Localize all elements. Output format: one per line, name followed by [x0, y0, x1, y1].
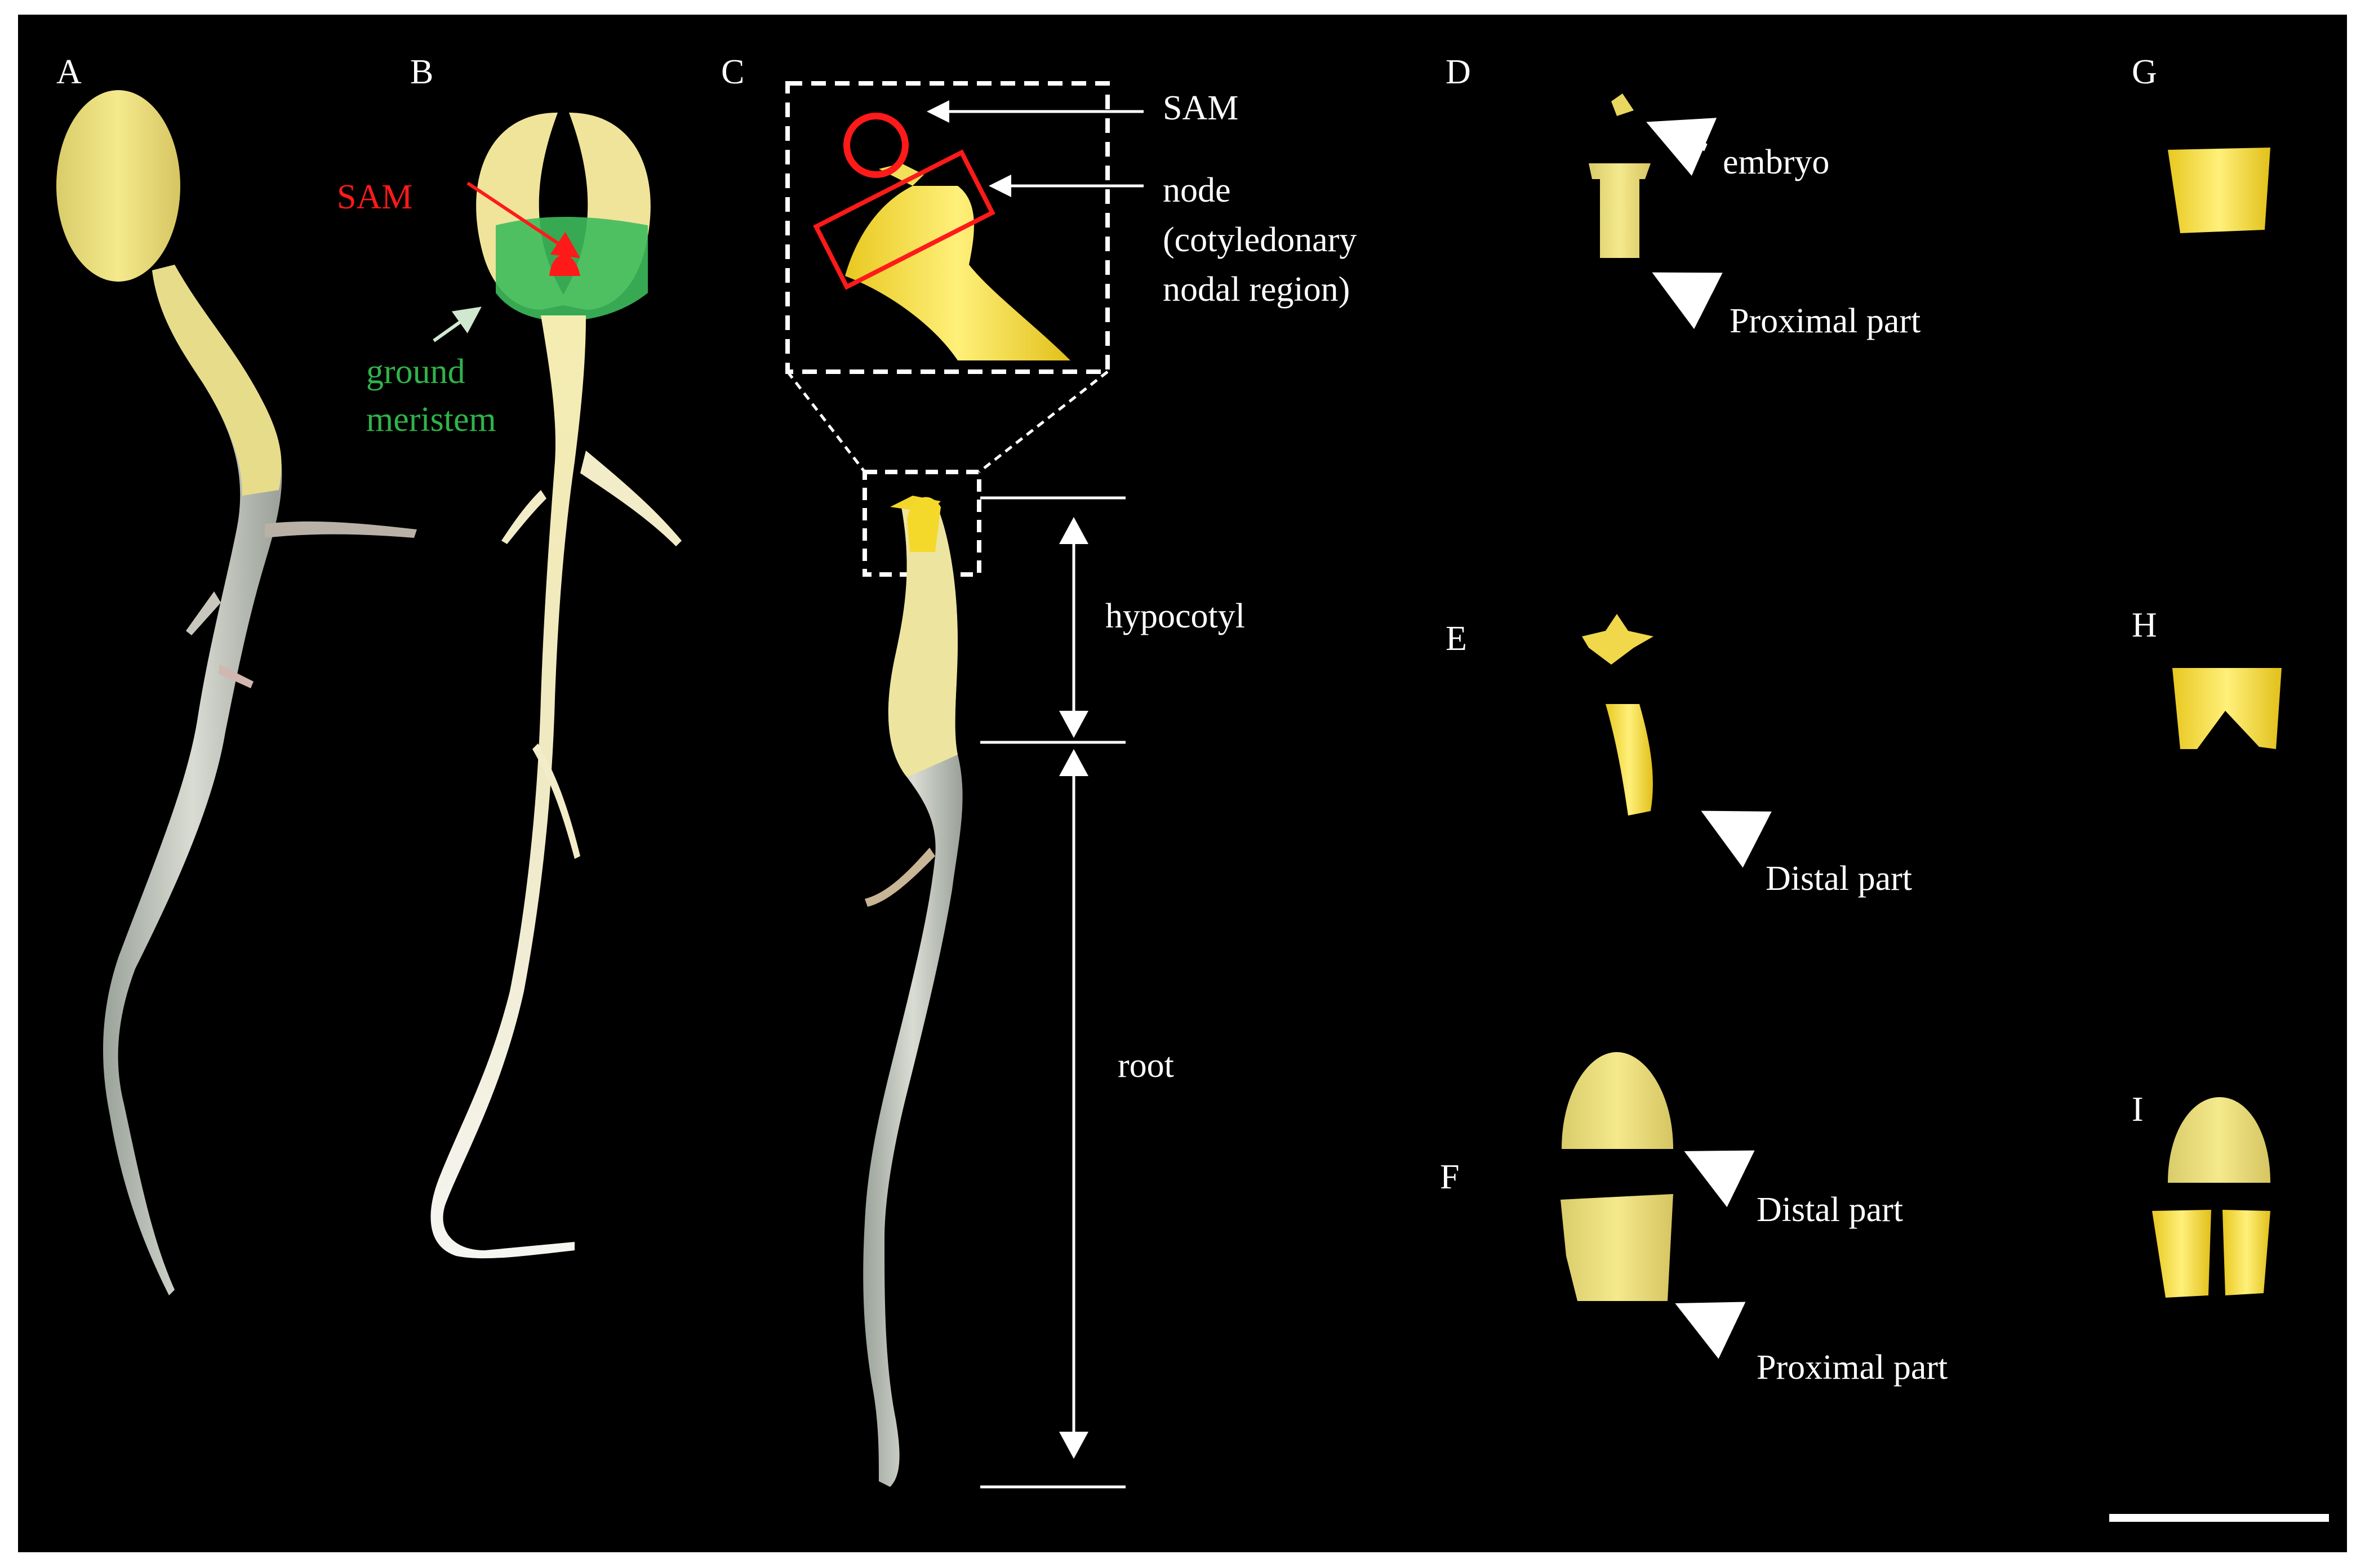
panel-c-hypocotyl-label: hypocotyl	[1105, 597, 1245, 635]
panel-c-node-box	[813, 149, 995, 290]
panel-d-proximal-label: Proximal part	[1730, 302, 1921, 340]
panel-g-piece	[2168, 148, 2270, 233]
panel-c-root-label: root	[1118, 1046, 1174, 1085]
panel-i-left-piece	[2152, 1210, 2211, 1298]
panel-c-sam-label: SAM	[1163, 89, 1238, 127]
panel-b-ground-label-line2: meristem	[366, 400, 496, 439]
panel-c-connector-right	[978, 371, 1109, 473]
panel-b-ground-label-line1: ground	[366, 353, 465, 391]
panel-b: B SAM ground meristem	[337, 53, 682, 1259]
panel-c-seedling	[863, 496, 963, 1487]
panel-i: I	[2132, 1090, 2270, 1298]
panel-i-right-piece	[2222, 1210, 2270, 1295]
panel-c-node-label-line1: node	[1163, 171, 1231, 210]
panel-e-embryo-piece	[1582, 614, 1653, 665]
panel-d-letter: D	[1446, 53, 1471, 91]
panel-h: H	[2132, 606, 2282, 749]
panel-f-proximal-label: Proximal part	[1757, 1348, 1948, 1387]
panel-d-embryo-label: embryo	[1723, 143, 1829, 181]
double-arrow-icon	[1059, 517, 1088, 738]
scale-bar	[2109, 1514, 2329, 1522]
panel-d-embryo-piece	[1611, 93, 1634, 116]
sam-region	[549, 255, 580, 276]
white-arrow-icon	[1646, 118, 1717, 176]
panel-c-inset-box	[785, 81, 1110, 374]
panel-a-letter: A	[56, 53, 82, 91]
panel-f-distal-label: Distal part	[1757, 1191, 1903, 1229]
white-arrow-icon	[1684, 1150, 1755, 1208]
panel-i-distal-piece	[2168, 1097, 2270, 1183]
panel-e-letter: E	[1446, 620, 1467, 658]
panel-h-letter: H	[2132, 606, 2157, 644]
panel-g-letter: G	[2132, 53, 2157, 91]
panel-f-proximal-piece	[1561, 1194, 1673, 1301]
panel-g: G	[2132, 53, 2270, 233]
panel-c-connector-left	[786, 371, 866, 473]
panel-c-letter: C	[721, 53, 744, 91]
white-arrow-icon	[1675, 1302, 1746, 1359]
panel-d: D embryo Proximal part	[1446, 53, 1921, 340]
panel-b-sam-label: SAM	[337, 178, 412, 216]
panel-e: E Distal part	[1446, 614, 1912, 898]
panel-f-distal-piece	[1562, 1052, 1673, 1149]
panel-c: C	[721, 53, 1357, 1489]
white-arrow-icon	[1652, 272, 1723, 329]
panel-e-distal-piece	[1606, 704, 1653, 816]
panel-f-letter: F	[1440, 1158, 1459, 1196]
panel-d-proximal-piece	[1589, 163, 1651, 258]
panel-b-seedling-diagram	[430, 113, 682, 1259]
panel-c-node-label-line2: (cotyledonary	[1163, 221, 1357, 259]
green-arrow-icon	[433, 306, 482, 342]
panel-a-seedling	[56, 90, 417, 1295]
panel-h-piece	[2172, 668, 2282, 749]
panel-c-sam-circle	[843, 113, 909, 178]
figure-background	[18, 15, 2347, 1552]
panel-i-letter: I	[2132, 1090, 2144, 1129]
panel-c-node-label-line3: nodal region)	[1163, 270, 1350, 309]
double-arrow-icon	[1059, 749, 1088, 1459]
panel-a: A	[56, 53, 417, 1295]
white-arrow-icon	[1701, 810, 1772, 868]
panel-b-letter: B	[410, 53, 433, 91]
panel-e-distal-label: Distal part	[1766, 859, 1912, 898]
panel-f: F Distal part Proximal part	[1440, 1052, 1948, 1387]
red-arrow-icon	[466, 181, 580, 259]
